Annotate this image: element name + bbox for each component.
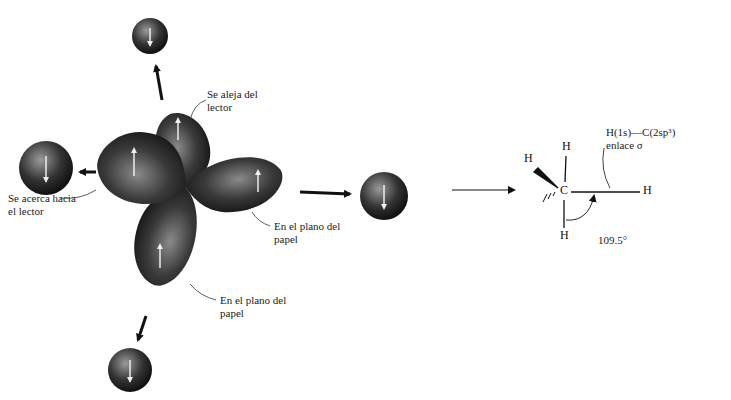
sphere-spin-arrows	[46, 28, 384, 380]
atom-symbol: H	[643, 184, 652, 198]
spin-arrows	[134, 120, 258, 268]
callout-label: En el plano del papel	[220, 294, 292, 319]
callout-label: En el plano del papel	[274, 220, 346, 245]
sp3-lobe-front	[89, 120, 199, 217]
callout-label: Se acerca hacia el lector	[8, 192, 78, 217]
methane-bonds	[534, 148, 640, 228]
callout-label: Se aleja del lector	[207, 88, 269, 113]
sp3-lobe-right	[183, 152, 287, 218]
atom-symbol: H	[562, 140, 571, 154]
result-arrow	[452, 190, 514, 191]
approach-arrows	[80, 66, 350, 340]
leader-lines	[60, 100, 270, 300]
hydrogen-1s-spheres	[19, 18, 408, 392]
atom-symbol: H	[524, 152, 533, 166]
bond-label: H(1s)—C(2sp³) enlace σ	[606, 126, 702, 151]
atom-symbol: C	[560, 184, 568, 198]
angle-label: 109.5°	[598, 234, 627, 247]
atom-symbol: H	[560, 229, 569, 243]
